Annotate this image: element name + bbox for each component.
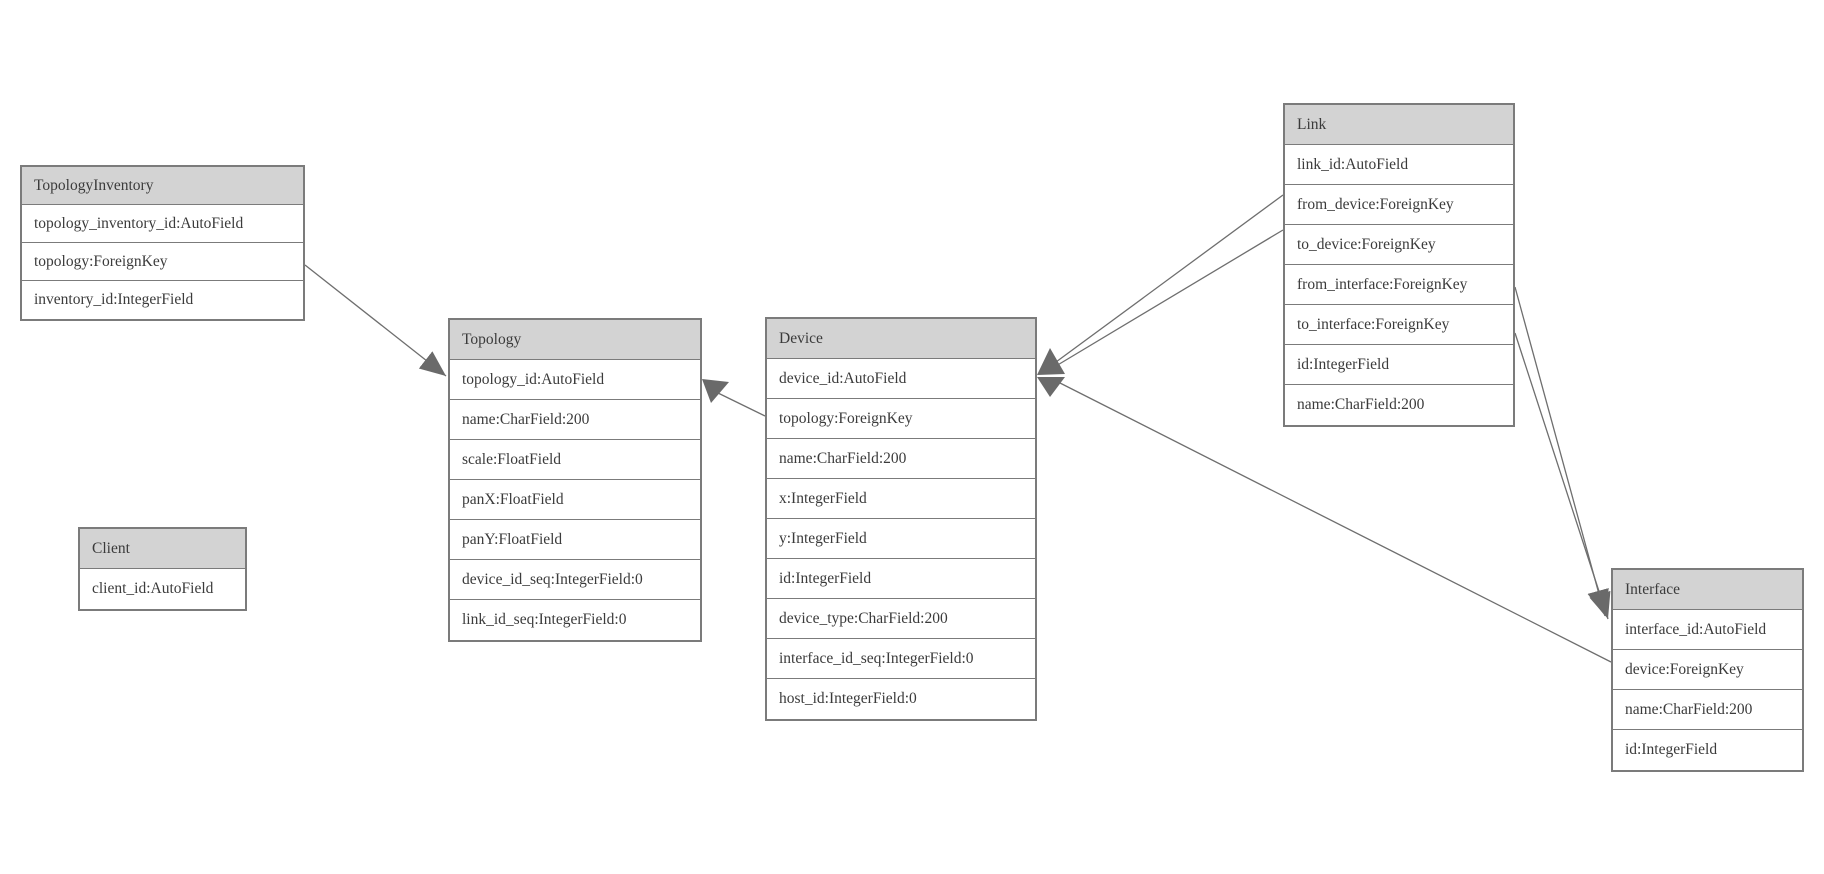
entity-field: scale:FloatField: [450, 440, 700, 480]
edge-device-topology: [717, 392, 766, 417]
entity-title: TopologyInventory: [22, 167, 303, 205]
edge-link-to-interface: [1514, 332, 1611, 620]
entity-field: name:CharField:200: [1297, 396, 1425, 413]
arrowhead-device-topology: [702, 379, 729, 403]
entity-title: Interface: [1613, 570, 1802, 610]
entity-field: id:IntegerField: [1625, 741, 1718, 758]
entity-field: y:IntegerField: [767, 519, 1035, 559]
entity-field: client_id:AutoField: [92, 580, 214, 597]
entity-field: name:CharField:200: [450, 400, 700, 440]
entity-field: interface_id_seq:IntegerField:0: [767, 639, 1035, 679]
entity-field: panY:FloatField: [450, 520, 700, 560]
entity-title: Device: [767, 319, 1035, 359]
entity-field: device_id:AutoField: [767, 359, 1035, 399]
entity-device: Device device_id:AutoField topology:Fore…: [765, 317, 1037, 721]
entity-interface: Interface interface_id:AutoField device:…: [1611, 568, 1804, 772]
entity-title: Topology: [450, 320, 700, 360]
entity-field: to_device:ForeignKey: [1285, 225, 1513, 265]
entity-field: link_id_seq:IntegerField:0: [462, 611, 627, 628]
entity-field: panX:FloatField: [450, 480, 700, 520]
entity-field: topology_id:AutoField: [450, 360, 700, 400]
entity-field: link_id:AutoField: [1285, 145, 1513, 185]
entity-field: name:CharField:200: [1613, 690, 1802, 730]
entity-field: from_interface:ForeignKey: [1285, 265, 1513, 305]
entity-field: x:IntegerField: [767, 479, 1035, 519]
edge-link-to-device: [1055, 229, 1284, 367]
entity-field: name:CharField:200: [767, 439, 1035, 479]
entity-field: to_interface:ForeignKey: [1285, 305, 1513, 345]
entity-field: id:IntegerField: [767, 559, 1035, 599]
entity-field: id:IntegerField: [1285, 345, 1513, 385]
entity-link: Link link_id:AutoField from_device:Forei…: [1283, 103, 1515, 427]
entity-field: device:ForeignKey: [1613, 650, 1802, 690]
entity-field: from_device:ForeignKey: [1285, 185, 1513, 225]
entity-field: device_type:CharField:200: [767, 599, 1035, 639]
entity-field: inventory_id:IntegerField: [34, 291, 194, 308]
arrowhead-link-device: [1037, 348, 1065, 375]
entity-client: Client client_id:AutoField: [78, 527, 247, 611]
entity-topology: Topology topology_id:AutoField name:Char…: [448, 318, 702, 642]
entity-title: Link: [1285, 105, 1513, 145]
entity-field: topology_inventory_id:AutoField: [22, 205, 303, 243]
entity-field: interface_id:AutoField: [1613, 610, 1802, 650]
edge-link-from-interface: [1514, 286, 1609, 617]
entity-topologyinventory: TopologyInventory topology_inventory_id:…: [20, 165, 305, 321]
edge-link-from-device: [1055, 194, 1284, 363]
entity-title: Client: [80, 529, 245, 569]
arrowhead-interface-device: [1037, 377, 1065, 397]
entity-field: topology:ForeignKey: [767, 399, 1035, 439]
edge-topologyinventory-topology: [304, 264, 447, 377]
entity-field: host_id:IntegerField:0: [779, 690, 917, 707]
entity-field: topology:ForeignKey: [22, 243, 303, 281]
entity-field: device_id_seq:IntegerField:0: [450, 560, 700, 600]
